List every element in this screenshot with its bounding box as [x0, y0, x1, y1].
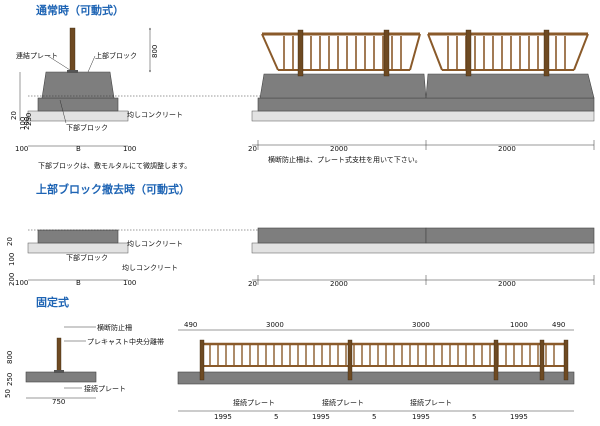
dim-len20: 20	[248, 145, 257, 153]
label-leveling-concrete-removed-a: 均しコンクリート	[127, 239, 183, 248]
label-leveling-concrete: 均しコンクリート	[127, 110, 183, 119]
dim-len2000b: 2000	[498, 145, 516, 153]
dim-fixed-w750: 750	[52, 398, 65, 406]
dim-removed-v200: 200	[8, 273, 16, 286]
dim-fixed-top490a: 490	[184, 321, 197, 329]
fixed-cross-section	[25, 337, 97, 383]
dim-v100: 100	[19, 117, 27, 130]
dim-fixed-v50: 50	[4, 389, 12, 398]
dim-len2000a: 2000	[330, 145, 348, 153]
dim-fixed-b1995c: 1995	[412, 413, 430, 421]
dim-fixed-top3000a: 3000	[266, 321, 284, 329]
dim-fixed-b1995b: 1995	[312, 413, 330, 421]
dim-w100a: 100	[15, 145, 28, 153]
dim-fixed-v250: 250	[6, 373, 14, 386]
label-upper-block: 上部ブロック	[95, 51, 137, 60]
label-fence: 横断防止柵	[97, 323, 132, 332]
label-precast-median: プレキャスト中央分離帯	[87, 337, 164, 346]
fence-panel-2	[427, 32, 589, 71]
dim-removed-b: B	[76, 279, 81, 287]
label-lower-block-removed: 下部ブロック	[66, 253, 108, 262]
leveling-concrete	[27, 110, 129, 122]
dim-v200: 200	[23, 117, 31, 130]
dim-v20: 20	[10, 111, 18, 120]
dim-removed-len2000b: 2000	[498, 280, 516, 288]
dim-fixed-h800: 800	[6, 351, 14, 364]
label-connect-plate-fixed: 接続プレート	[84, 384, 126, 393]
section-title-fixed: 固定式	[36, 295, 69, 309]
label-connect-plate-1: 接続プレート	[233, 398, 275, 407]
dim-removed-w100a: 100	[15, 279, 28, 287]
normal-elevation	[251, 29, 595, 122]
label-leveling-concrete-removed-b: 均しコンクリート	[122, 263, 178, 272]
post	[69, 27, 76, 73]
dim-fixed-b5a: 5	[274, 413, 278, 421]
note-lower-block: 下部ブロックは、敷モルタルにて微調整します。	[38, 161, 191, 170]
section-title-removed: 上部ブロック撤去時（可動式）	[36, 182, 190, 196]
removed-elevation	[251, 227, 595, 254]
dim-fixed-b5c: 5	[472, 413, 476, 421]
fixed-elevation	[177, 339, 575, 385]
dim-removed-w100b: 100	[123, 279, 136, 287]
dim-removed-len20: 20	[248, 280, 257, 288]
dim-fixed-b1995d: 1995	[510, 413, 528, 421]
note-fence: 横断防止柵は、プレート式支柱を用いて下さい。	[268, 155, 422, 164]
dim-b: B	[76, 145, 81, 153]
dim-h800: 800	[151, 45, 159, 58]
label-connect-plate: 連結プレート	[16, 51, 58, 60]
dim-fixed-b1995a: 1995	[214, 413, 232, 421]
upper-block	[41, 71, 115, 99]
dim-fixed-b5b: 5	[372, 413, 376, 421]
dim-removed-v20: 20	[6, 237, 14, 246]
dim-removed-v100: 100	[8, 253, 16, 266]
dim-w100b: 100	[123, 145, 136, 153]
connect-plate	[67, 70, 78, 73]
dim-fixed-top3000b: 3000	[412, 321, 430, 329]
dim-removed-len2000a: 2000	[330, 280, 348, 288]
label-connect-plate-2: 接続プレート	[322, 398, 364, 407]
label-connect-plate-3: 接続プレート	[410, 398, 452, 407]
section-title-normal: 通常時（可動式）	[36, 3, 124, 17]
lower-block	[37, 97, 119, 112]
dim-fixed-top1000: 1000	[510, 321, 528, 329]
normal-cross-section	[27, 27, 260, 122]
label-lower-block: 下部ブロック	[66, 123, 108, 132]
dim-fixed-top490b: 490	[552, 321, 565, 329]
removed-cross-section	[27, 229, 260, 254]
dim-v250: 250	[25, 113, 33, 126]
fence-panel-1	[261, 32, 421, 71]
